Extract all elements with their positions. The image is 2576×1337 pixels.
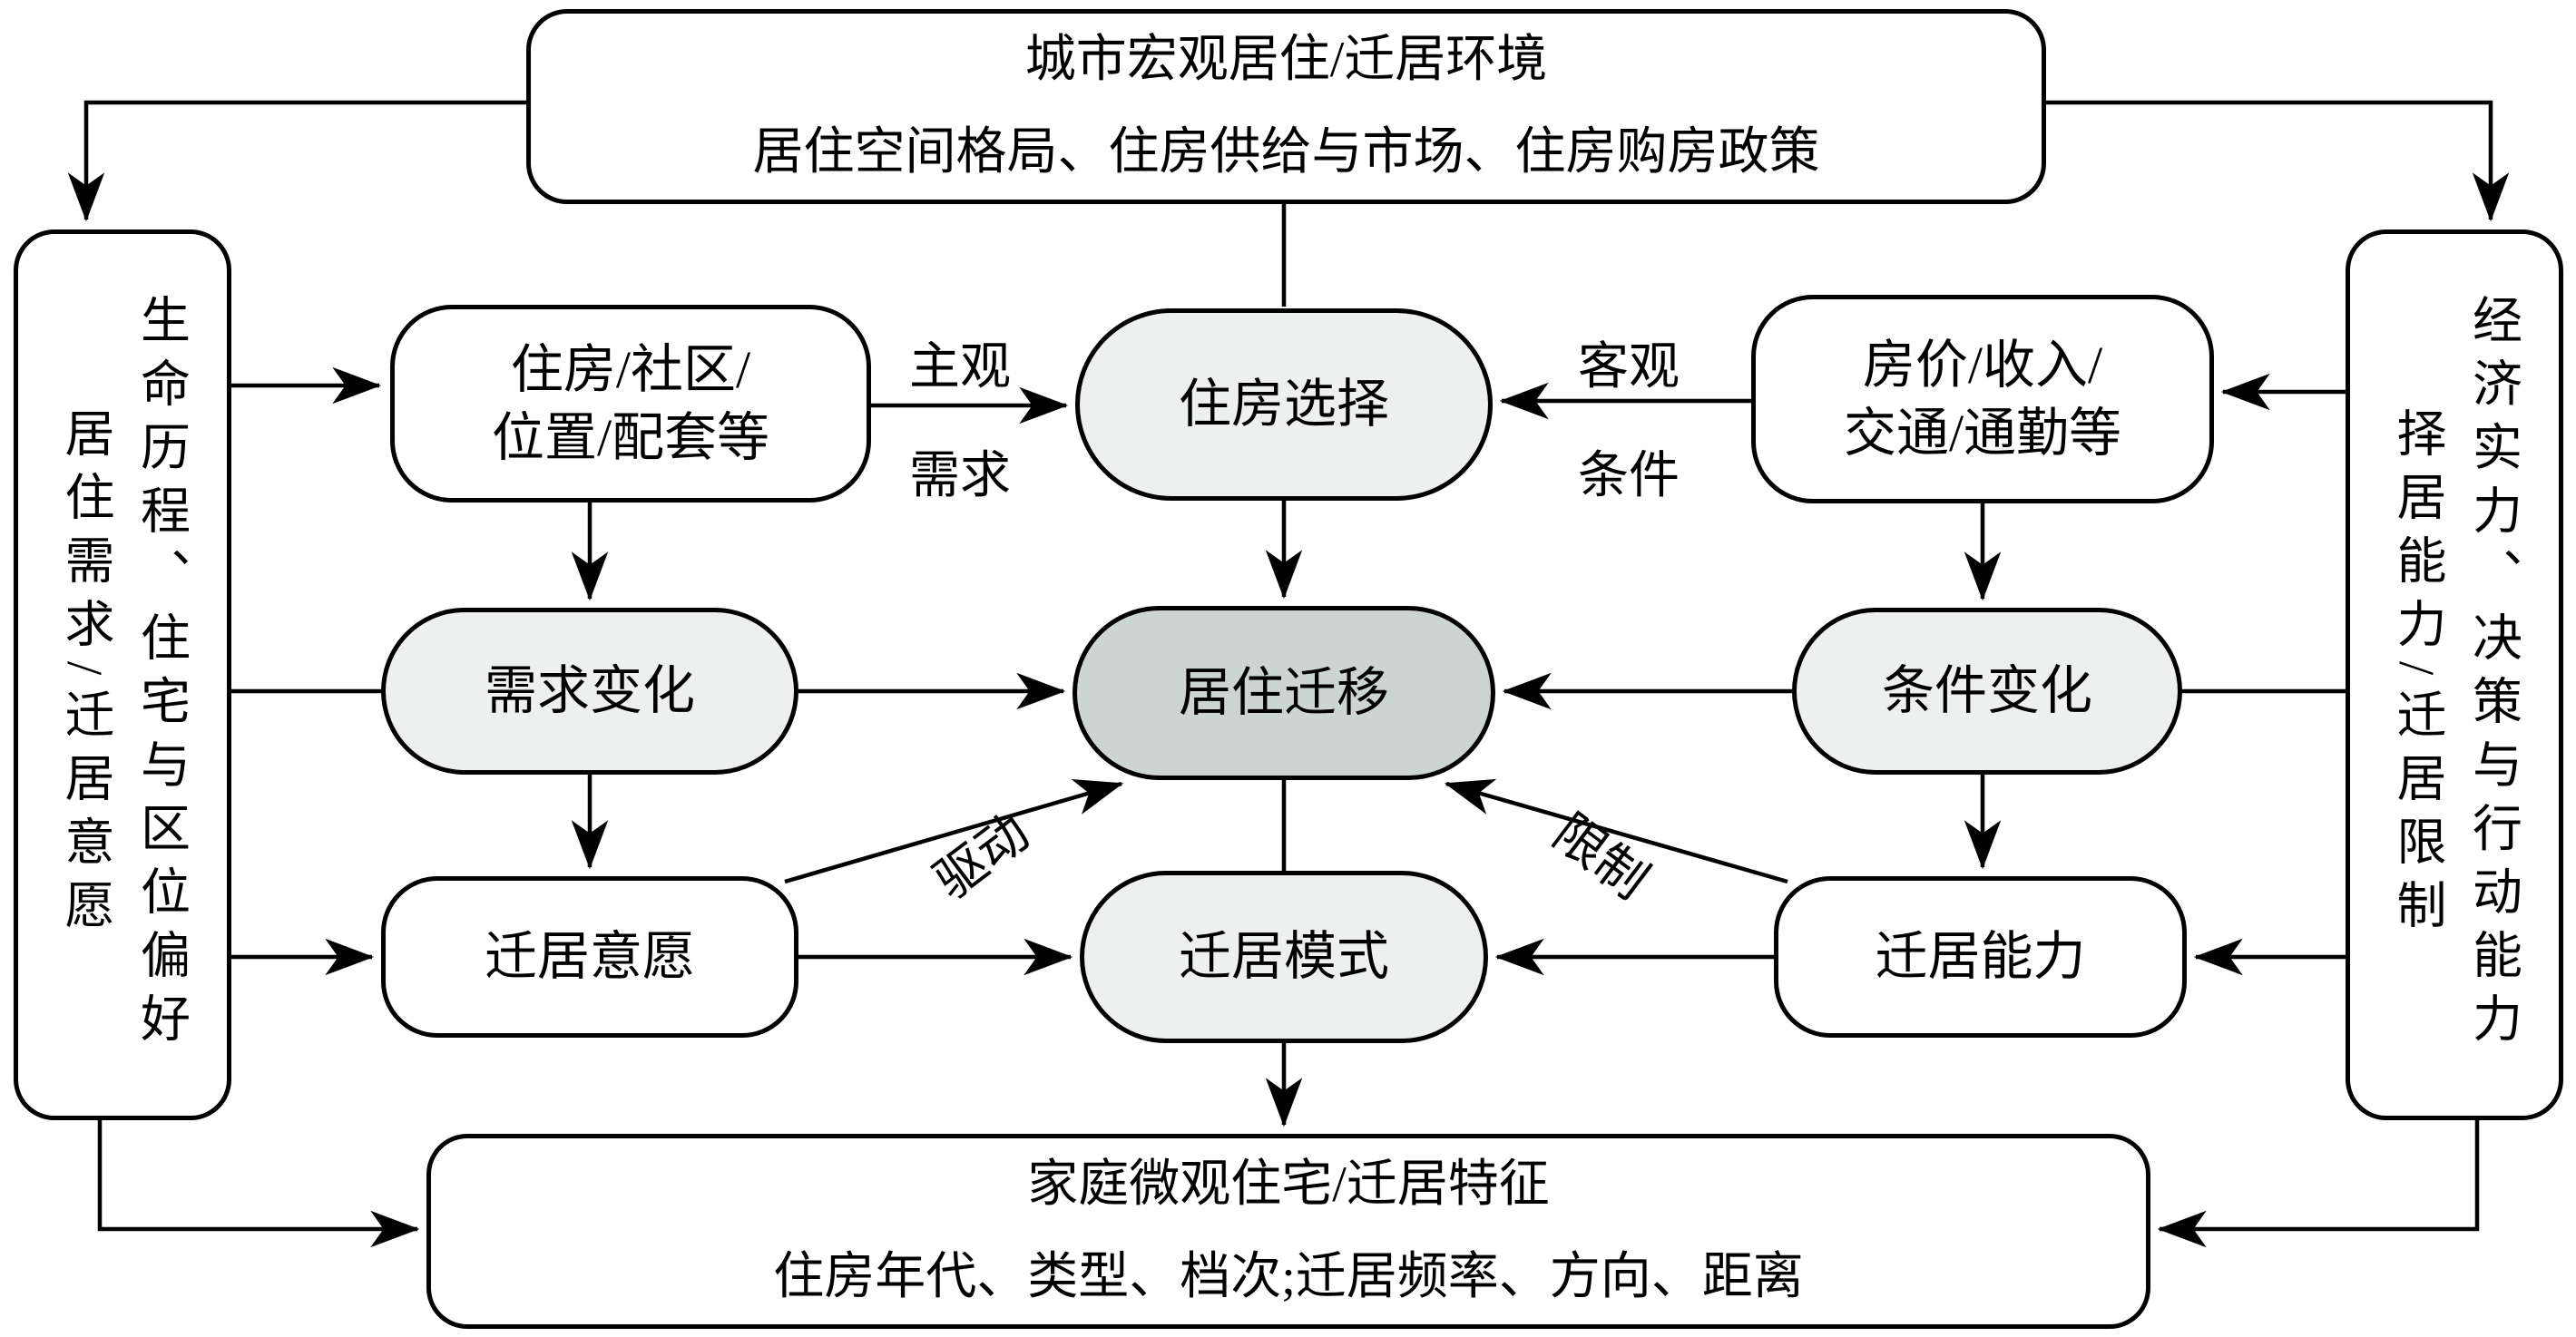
edge-leftbox-to-bottom — [97, 1120, 420, 1248]
node-move-willingness: 迁居意愿 — [381, 876, 798, 1038]
right-capability-box: 经济实力、决策与行动能力 择居能力/迁居限制 — [2346, 229, 2563, 1120]
node-residential-migration: 居住迁移 — [1073, 606, 1495, 780]
node-move-capability-label: 迁居能力 — [1875, 927, 2086, 987]
left-needs-inner-text: 居住需求/迁居意愿 — [57, 406, 113, 943]
label-objective-condition: 客观 条件 — [1578, 339, 1680, 505]
macro-environment-detail: 居住空间格局、住房供给与市场、住房购房政策 — [752, 123, 1820, 181]
node-move-willingness-label: 迁居意愿 — [484, 927, 695, 987]
left-needs-outer-text: 生命历程、住宅与区位偏好 — [132, 294, 189, 1056]
edge-top-to-right-box — [2046, 100, 2510, 222]
node-move-capability: 迁居能力 — [1774, 876, 2187, 1038]
label-subjective-need: 主观 需求 — [909, 339, 1011, 505]
node-move-pattern: 迁居模式 — [1080, 871, 1488, 1043]
edge-restrict-diagonal — [1444, 778, 1788, 884]
node-condition-change: 条件变化 — [1792, 608, 2182, 775]
micro-characteristics-title: 家庭微观住宅/迁居特征 — [1027, 1156, 1550, 1213]
node-condition-change-label: 条件变化 — [1881, 661, 2092, 721]
node-need-change: 需求变化 — [381, 608, 798, 775]
micro-characteristics-box: 家庭微观住宅/迁居特征 住房年代、类型、档次;迁居频率、方向、距离 — [426, 1134, 2150, 1329]
node-price-income: 房价/收入/ 交通/通勤等 — [1751, 295, 2214, 503]
node-residential-migration-label: 居住迁移 — [1178, 663, 1389, 723]
right-capability-outer-text: 经济实力、决策与行动能力 — [2464, 294, 2521, 1056]
macro-environment-box: 城市宏观居住/迁居环境 居住空间格局、住房供给与市场、住房购房政策 — [526, 9, 2046, 204]
left-needs-box: 生命历程、住宅与区位偏好 居住需求/迁居意愿 — [14, 229, 231, 1120]
node-housing-choice: 住房选择 — [1075, 308, 1493, 501]
node-price-income-label: 房价/收入/ 交通/通勤等 — [1843, 335, 2122, 463]
node-housing-attributes-label: 住房/社区/ 位置/配套等 — [491, 339, 770, 467]
micro-characteristics-detail: 住房年代、类型、档次;迁居频率、方向、距离 — [773, 1248, 1804, 1305]
node-housing-attributes: 住房/社区/ 位置/配套等 — [390, 305, 871, 503]
edge-top-to-left-box — [67, 100, 526, 222]
node-need-change-label: 需求变化 — [484, 661, 695, 721]
right-capability-inner-text: 择居能力/迁居限制 — [2389, 406, 2444, 943]
edge-rightbox-to-bottom — [2157, 1120, 2480, 1248]
macro-environment-title: 城市宏观居住/迁居环境 — [1024, 31, 1548, 88]
node-move-pattern-label: 迁居模式 — [1178, 927, 1389, 987]
edge-drive-diagonal — [784, 779, 1124, 884]
node-housing-choice-label: 住房选择 — [1178, 375, 1389, 434]
